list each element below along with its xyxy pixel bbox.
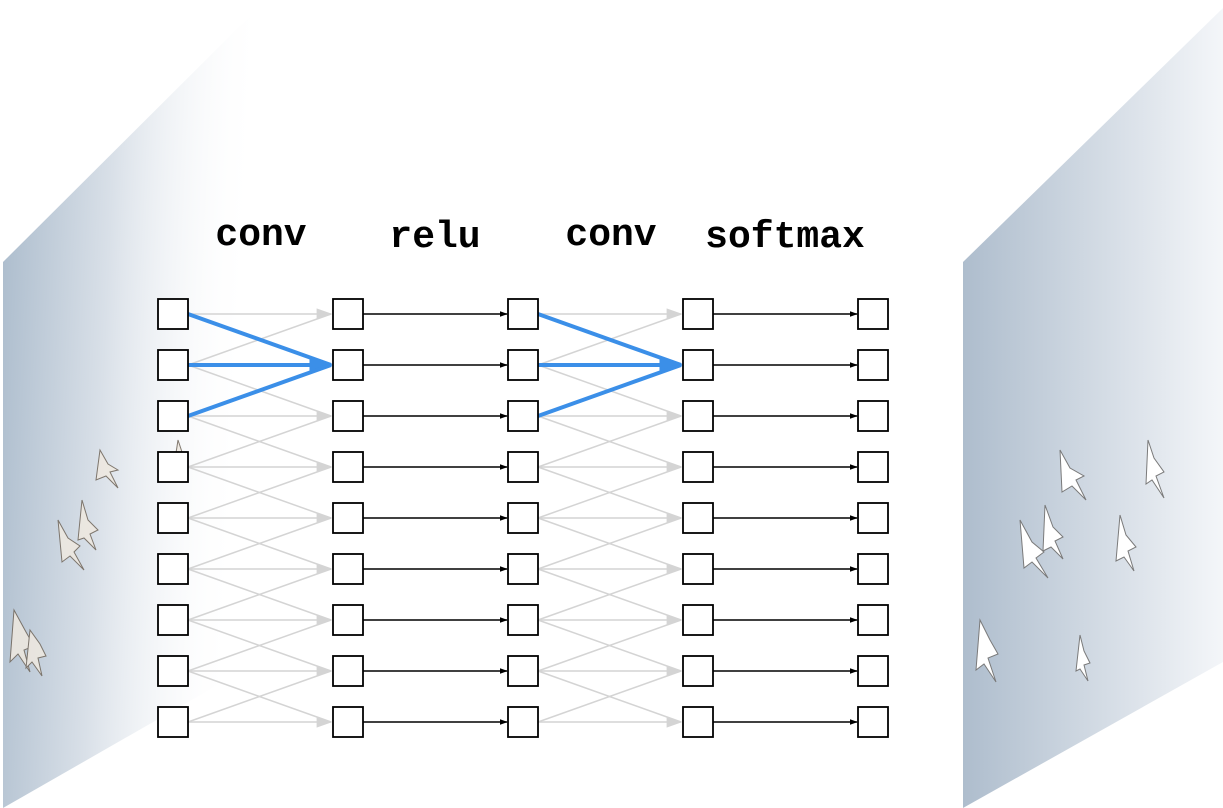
node [157,706,189,738]
bird-icon [1059,449,1087,501]
node [857,451,889,483]
node [682,349,714,381]
conv-edge [537,517,682,570]
label-softmax: softmax [705,216,865,259]
node [332,298,364,330]
node [682,706,714,738]
node [157,451,189,483]
label-relu: relu [389,216,480,259]
node [507,502,539,534]
label-conv-1: conv [215,214,306,257]
conv-edge [187,415,332,468]
node [682,553,714,585]
conv-edge [187,670,332,723]
bird-icon [1115,514,1137,572]
conv-edge [537,415,682,468]
node [157,502,189,534]
highlighted-edge [537,312,682,367]
highlighted-edge [187,363,332,418]
output-image-panel [963,8,1223,808]
node [507,706,539,738]
bird-icon [77,499,99,551]
conv-edge [537,466,682,519]
conv-edge [187,517,332,570]
label-conv-2: conv [565,214,656,257]
node [507,451,539,483]
node [857,298,889,330]
node [332,553,364,585]
node [332,502,364,534]
node [682,400,714,432]
node [857,706,889,738]
node [857,400,889,432]
node [507,400,539,432]
node [332,451,364,483]
node [507,349,539,381]
node [157,553,189,585]
highlighted-edge [187,312,332,367]
node [157,400,189,432]
node [682,451,714,483]
node [507,655,539,687]
input-image-panel [3,8,258,808]
node [857,349,889,381]
node [507,298,539,330]
pointwise-edges [363,311,858,725]
node [857,655,889,687]
bird-icon [1042,504,1064,560]
conv-edge [187,568,332,621]
node [332,706,364,738]
node [857,502,889,534]
highlighted-receptive-field [187,312,684,418]
node [682,655,714,687]
node [332,349,364,381]
node [857,553,889,585]
bird-icon [25,628,47,677]
bird-icon [1019,519,1049,579]
node [682,604,714,636]
node [507,553,539,585]
bird-icon [57,519,85,571]
highlighted-edge [537,363,682,418]
bird-icon [1075,634,1091,682]
conv-edge [537,619,682,672]
node [332,604,364,636]
conv-edge [537,568,682,621]
conv-edge [537,670,682,723]
node [157,298,189,330]
node [507,604,539,636]
gray-conv-edges [187,308,683,728]
node [857,604,889,636]
conv-edge [187,619,332,672]
node [682,502,714,534]
node [682,298,714,330]
bird-icon [975,618,999,683]
node [157,655,189,687]
bird-icon [1145,439,1165,499]
conv-edge [187,466,332,519]
node [157,604,189,636]
network-nodes [157,298,889,738]
node [332,655,364,687]
node [157,349,189,381]
node [332,400,364,432]
bird-icon [95,448,120,489]
